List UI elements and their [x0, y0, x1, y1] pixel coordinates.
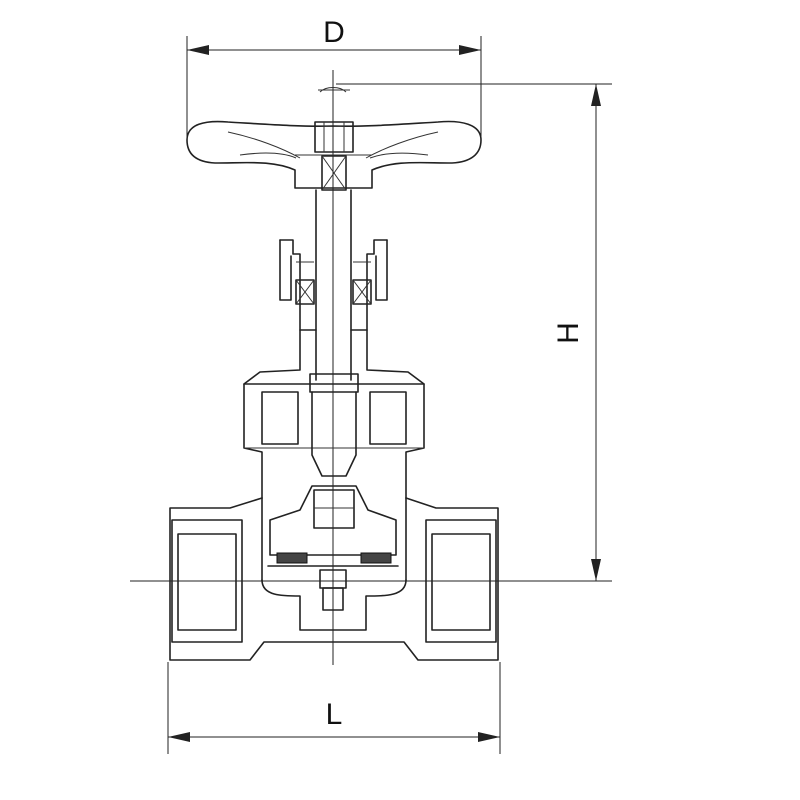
- dimension-label-l: L: [326, 698, 343, 731]
- seat-right: [360, 552, 392, 564]
- dimension-d: D: [186, 16, 482, 140]
- valve-stem: [315, 189, 352, 381]
- dimension-h: H: [336, 83, 612, 581]
- dimension-l: L: [167, 662, 501, 754]
- bonnet: [243, 329, 425, 499]
- seat-left: [276, 552, 308, 564]
- gate-disc: [267, 485, 399, 611]
- valve-body: [169, 497, 499, 661]
- dimension-label-d: D: [323, 16, 345, 49]
- dimension-label-h: H: [552, 322, 585, 344]
- gland-packing: [279, 239, 388, 331]
- handwheel: [186, 87, 482, 191]
